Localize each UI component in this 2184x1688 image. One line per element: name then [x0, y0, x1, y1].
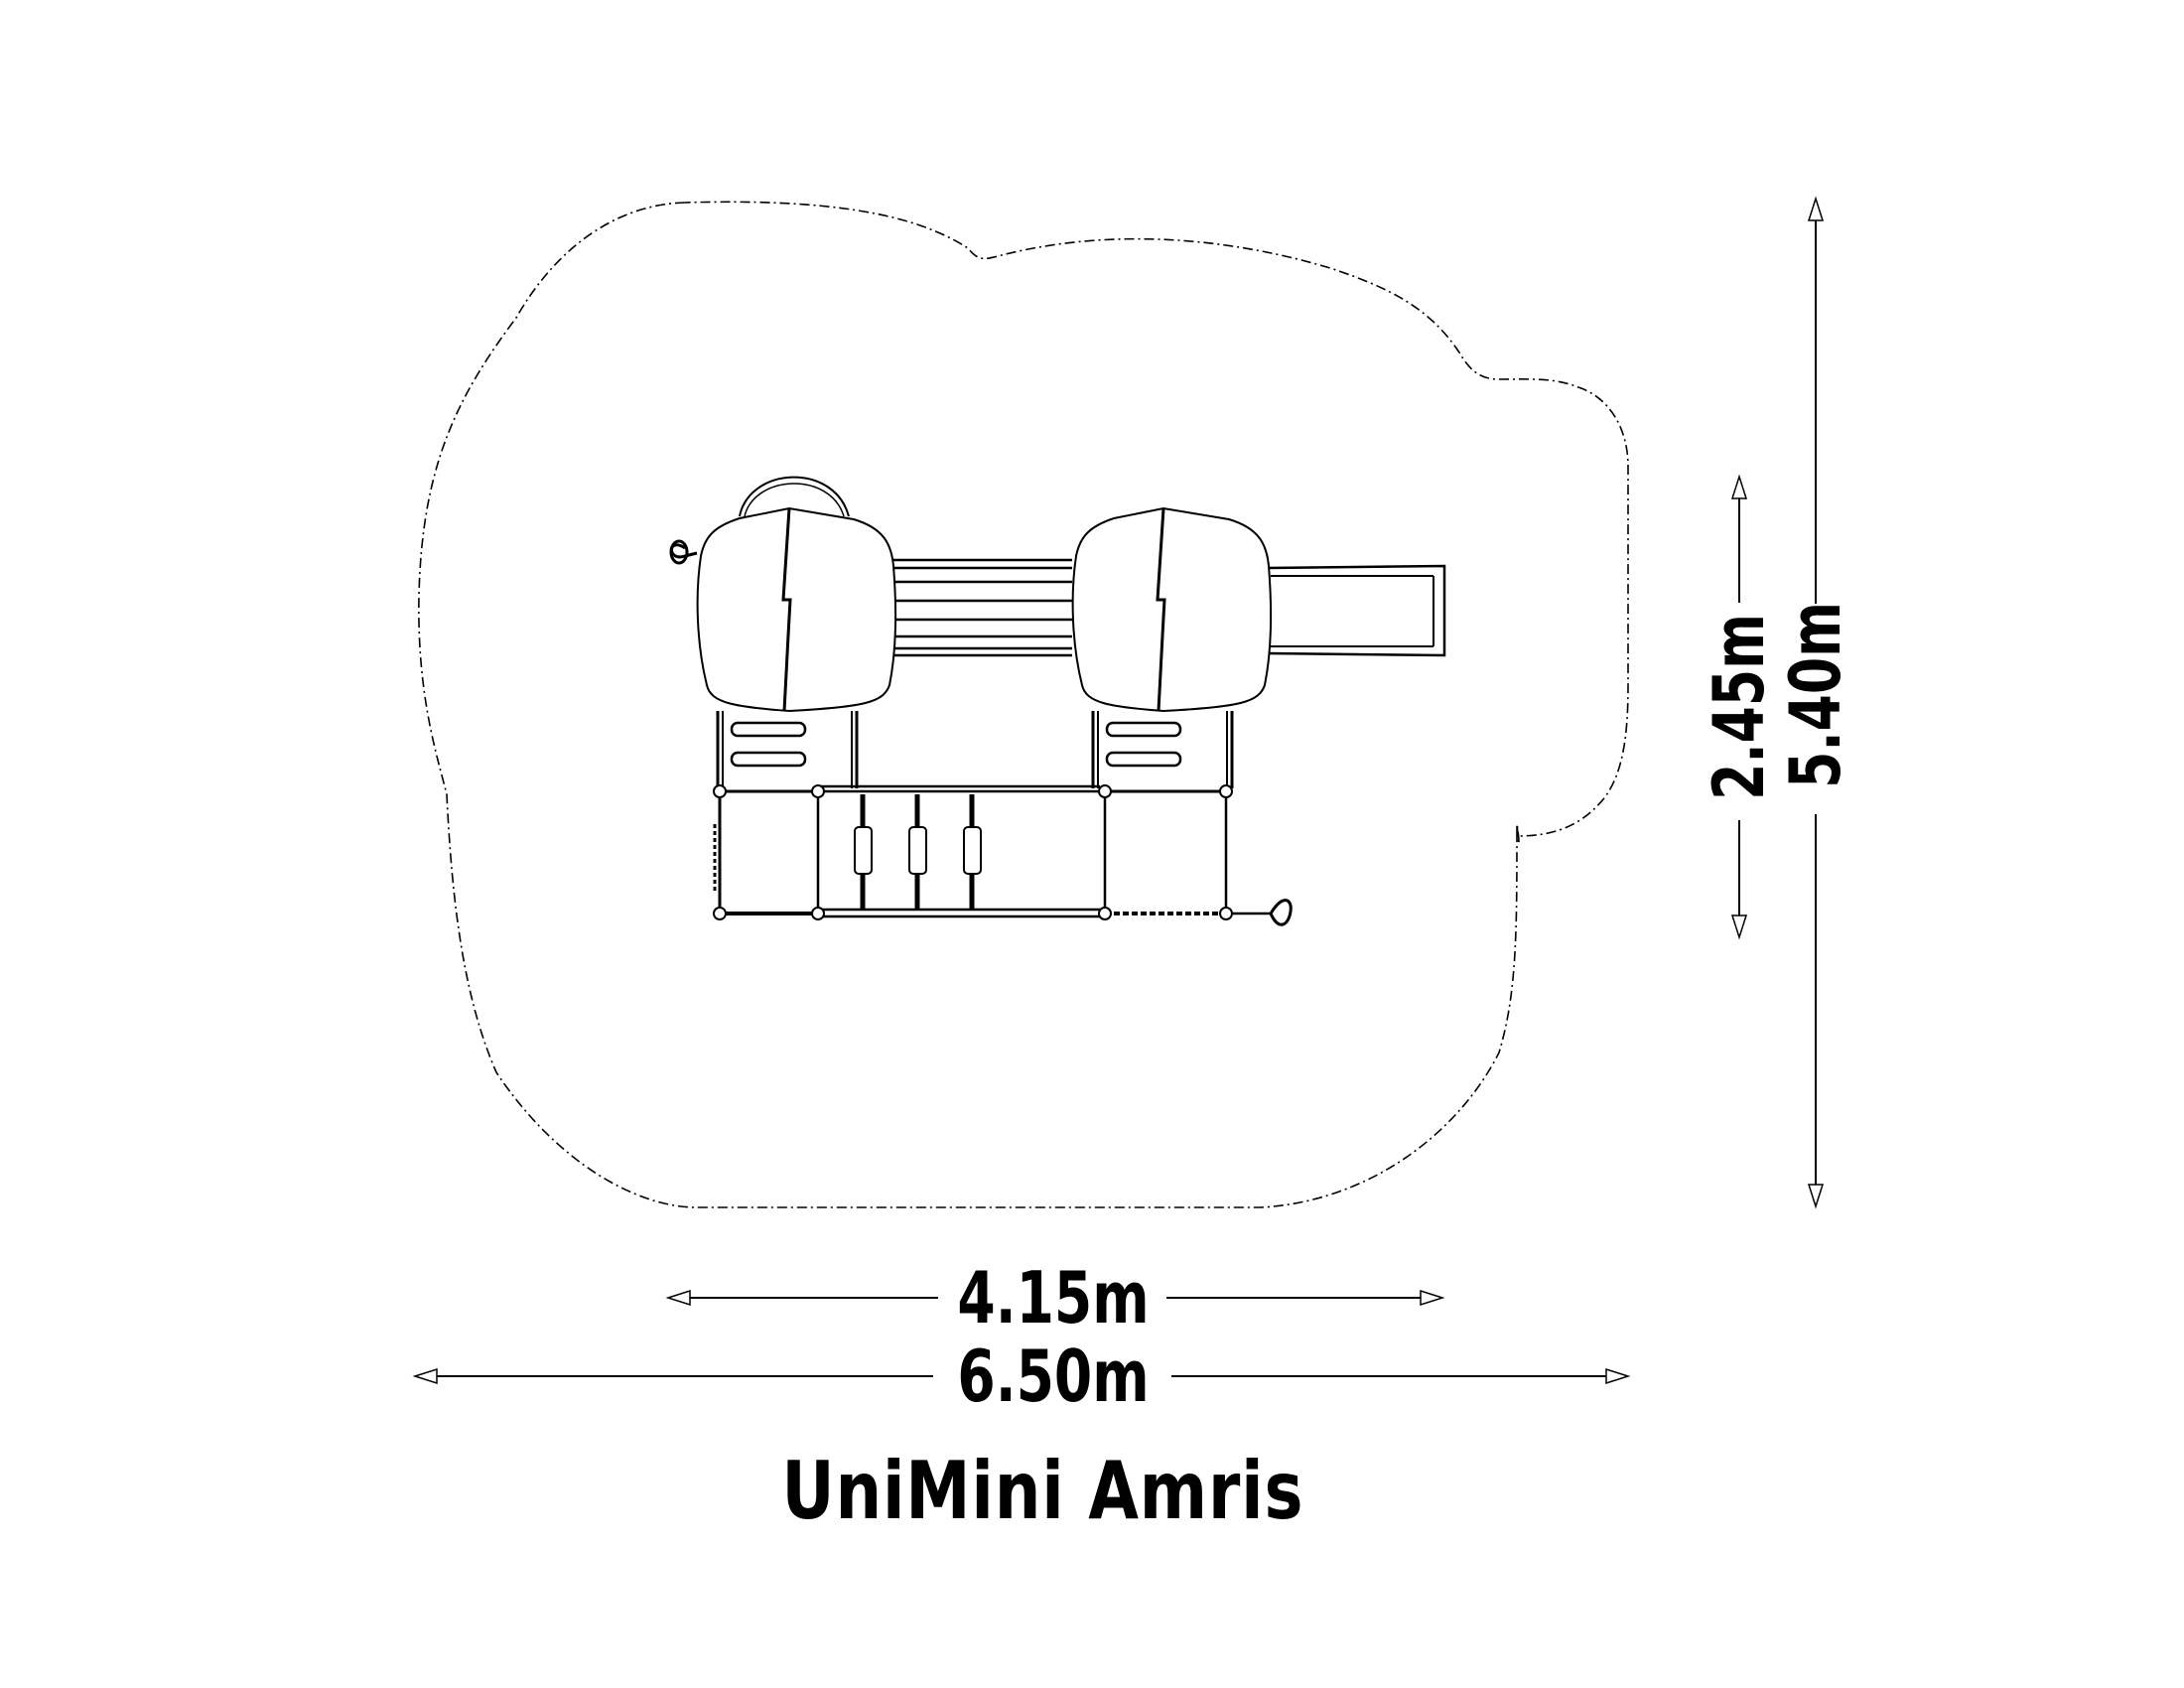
dimension-inner-depth — [1730, 474, 1748, 940]
slide — [1268, 564, 1446, 657]
climbing-panel-right — [1091, 711, 1234, 788]
dimension-outer-width — [412, 1367, 1631, 1385]
safety-zone-outline — [418, 201, 1629, 1208]
outer-width-label: 6.50m — [957, 1335, 1149, 1418]
inner-depth-label: 2.45m — [1700, 614, 1780, 800]
rung-pads — [854, 794, 982, 910]
hand-ring-icon — [669, 539, 698, 565]
climbing-panel-left — [716, 711, 859, 788]
tower-roof-right — [1071, 506, 1273, 713]
outer-depth-label: 5.40m — [1776, 602, 1856, 788]
bridge — [893, 558, 1072, 657]
frame-joints — [713, 784, 1233, 920]
play-frame — [713, 784, 1293, 926]
inner-width-label: 4.15m — [957, 1256, 1149, 1339]
dimension-outer-depth — [1807, 196, 1825, 1209]
dimension-inner-width — [665, 1289, 1445, 1307]
product-title: UniMini Amris — [781, 1445, 1304, 1537]
tower-roof-left — [696, 506, 897, 713]
arch-handle — [739, 476, 850, 517]
